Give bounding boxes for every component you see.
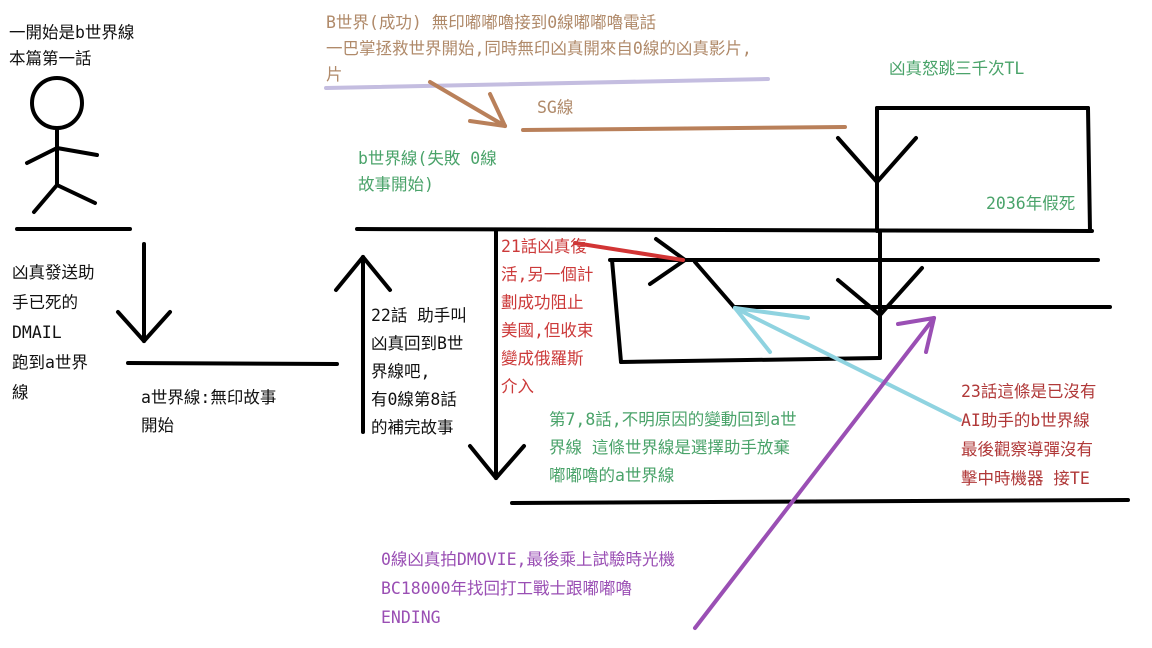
lavender-line	[324, 77, 770, 90]
episode-21-label: 21話凶真復 活,另一個計 劃成功阻止 美國,但收束 變成俄羅斯 介入	[501, 237, 594, 396]
a-world-line-label: a世界線:無印故事 開始	[141, 388, 277, 435]
year-2036-label: 2036年假死	[986, 194, 1076, 213]
episode-7-8-label: 第7,8話,不明原因的變動回到a世 界線 這條世界線是選擇助手放棄 嘟嘟嚕的a世…	[549, 410, 797, 485]
episode-22-label: 22話 助手叫 凶真回到B世 界線吧, 有0線第8話 的補完故事	[371, 306, 467, 437]
sg-line	[521, 125, 847, 132]
brown-arrow	[428, 80, 507, 128]
b-world-fail-label: b世界線(失敗 0線 故事開始)	[358, 149, 497, 194]
light-blue-arrow	[733, 306, 962, 422]
b-world-success-label: B世界(成功) 無印嘟嘟嚕接到0線嘟嘟嚕電話 一巴掌拯救世界開始,同時無印凶真開…	[326, 13, 752, 84]
dmovie-label: 0線凶真拍DMOVIE,最後乘上試驗時光機 BC18000年找回打工戰士跟嘟嘟嚕…	[381, 550, 675, 627]
episode-23-label: 23話這條是已沒有 AI助手的b世界線 最後觀察導彈沒有 擊中時機器 接TE	[961, 382, 1097, 488]
dmail-label: 凶真發送助 手已死的 DMAIL 跑到a世界 線	[12, 263, 95, 402]
black-lines	[15, 106, 1130, 505]
purple-arrow	[693, 316, 936, 630]
red-line	[573, 241, 685, 262]
start-label: 一開始是b世界線 本篇第一話	[9, 23, 135, 68]
stick-figure-icon	[25, 76, 99, 214]
sg-line-label: SG線	[537, 98, 574, 117]
tl-label: 凶真怒跳三千次TL	[889, 59, 1025, 78]
